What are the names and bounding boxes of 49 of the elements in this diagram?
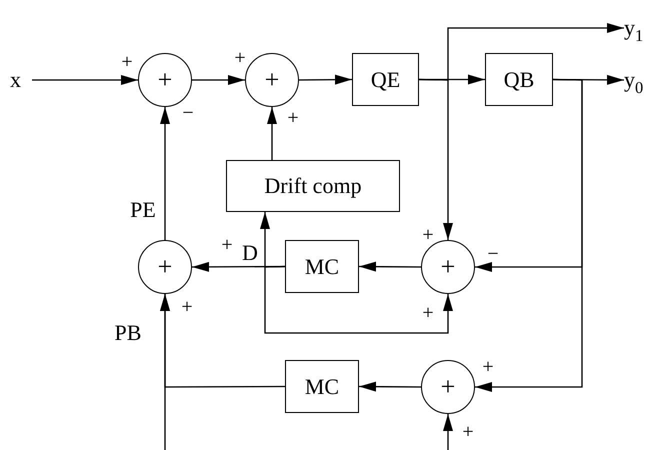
signal-label: PB	[114, 322, 142, 344]
arrow	[160, 107, 170, 240]
sign-label: +	[121, 52, 133, 72]
block	[285, 240, 359, 293]
arrow	[299, 74, 352, 85]
arrow	[359, 382, 421, 392]
arrow	[264, 266, 453, 334]
sign-label: +	[287, 108, 299, 128]
block-label: MC	[304, 254, 340, 280]
plus-sign: +	[264, 65, 280, 95]
arrow	[32, 75, 138, 85]
block	[226, 160, 400, 212]
arrow	[475, 78, 583, 392]
sign-label: +	[221, 235, 233, 255]
arrow	[418, 78, 453, 240]
sign-label: +	[181, 297, 193, 317]
signal-label: D	[242, 242, 258, 264]
summing-junction	[138, 53, 192, 107]
arrow	[160, 294, 170, 450]
sign-label: +	[234, 48, 246, 68]
signal-label: x	[10, 67, 21, 93]
plus-sign: +	[158, 65, 172, 95]
signal-label: y$_{0}$	[624, 67, 644, 93]
block-label: QE	[370, 66, 400, 92]
summing-junction	[245, 53, 299, 107]
arrow	[267, 107, 277, 160]
arrow	[443, 414, 453, 450]
block-label: MC	[304, 374, 340, 400]
signal-label: PE	[130, 199, 156, 221]
block-label: QB	[504, 66, 534, 92]
plus-sign: +	[440, 372, 456, 402]
sign-label: +	[422, 303, 434, 323]
plus-sign: +	[158, 252, 172, 282]
summing-junction	[421, 360, 475, 414]
block	[285, 360, 359, 413]
sign-label: +	[482, 357, 494, 377]
block-label: Drift comp	[264, 173, 362, 199]
sign-label: −	[182, 103, 194, 123]
block	[352, 53, 419, 106]
arrow	[192, 75, 245, 85]
sign-label: +	[422, 225, 434, 245]
arrow	[359, 262, 421, 272]
sign-label: −	[487, 244, 499, 264]
signal-label: y$_{1}$	[624, 15, 644, 41]
block	[485, 53, 553, 106]
summing-junction	[421, 240, 475, 294]
plus-sign: +	[440, 252, 456, 282]
summing-junction	[138, 240, 192, 294]
sign-label: +	[462, 422, 474, 442]
